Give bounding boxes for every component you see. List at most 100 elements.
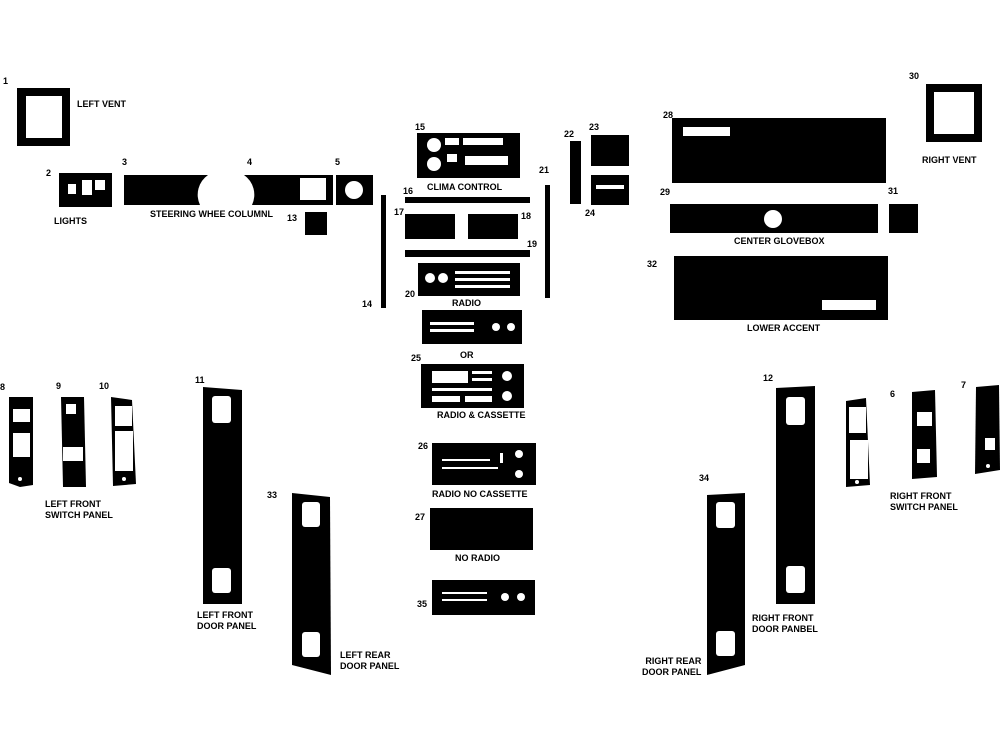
label-line: RIGHT FRONT	[752, 613, 814, 623]
part-35-knob	[501, 593, 509, 601]
part-13	[305, 212, 327, 235]
part-number-21: 21	[539, 165, 550, 175]
part-left-switch-10	[111, 397, 136, 486]
clima-slot	[445, 138, 459, 145]
cassette-slot	[432, 371, 468, 383]
radio-slot	[455, 278, 510, 281]
part-number-17: 17	[394, 207, 405, 217]
radio-alt-slot	[430, 329, 474, 332]
part-24	[591, 175, 629, 205]
radio-slot	[455, 271, 510, 274]
label-line: DOOR PANBEL	[752, 624, 818, 634]
part-35-slot	[442, 599, 487, 601]
clima-knob	[427, 138, 441, 152]
part-left-vent	[17, 88, 70, 146]
label-line: RIGHT REAR	[645, 656, 702, 666]
clima-slot	[447, 154, 457, 162]
label-line: LEFT FRONT	[45, 499, 101, 509]
part-lights-cutout	[82, 180, 92, 195]
part-35-knob	[517, 593, 525, 601]
part-28-cutout	[683, 127, 730, 136]
part-number-27: 27	[415, 512, 426, 522]
part-left-switch-9	[61, 397, 86, 487]
part-number-2: 2	[46, 168, 52, 178]
label-line: LEFT FRONT	[197, 610, 253, 620]
nocassette-slot	[442, 459, 490, 461]
label-line: SWITCH PANEL	[45, 510, 113, 520]
part-21	[545, 185, 550, 298]
part-number-18: 18	[521, 211, 532, 221]
label-clima-control: CLIMA CONTROL	[427, 182, 503, 192]
part-no-radio	[430, 508, 533, 550]
part-number-23: 23	[589, 122, 600, 132]
part-18	[468, 214, 518, 239]
part-radio-alt	[422, 310, 522, 344]
part-number-22: 22	[564, 129, 575, 139]
part-number-10: 10	[99, 381, 110, 391]
part-number-8: 8	[0, 382, 6, 392]
label-left-front-switch-panel: LEFT FRONT SWITCH PANEL	[45, 499, 113, 521]
part-left-rear-door-panel	[292, 493, 331, 675]
label-left-rear-door-panel: LEFT REAR DOOR PANEL	[340, 650, 399, 672]
label-right-rear-door-panel: RIGHT REAR DOOR PANEL	[642, 656, 701, 678]
part-number-13: 13	[287, 213, 298, 223]
nocassette-slot	[442, 467, 498, 469]
label-line: SWITCH PANEL	[890, 502, 958, 512]
label-radio-no-cassette: RADIO NO CASSETTE	[432, 489, 528, 499]
part-right-front-door-panel	[776, 386, 815, 604]
part-right-switch-7	[975, 385, 1000, 474]
part-number-3: 3	[122, 157, 128, 167]
radio-knob	[425, 273, 435, 283]
part-left-switch-8	[9, 397, 33, 487]
part-14	[381, 195, 386, 308]
part-right-switch-a	[846, 398, 870, 487]
part-17	[405, 214, 455, 239]
label-right-front-switch-panel: RIGHT FRONT SWITCH PANEL	[890, 491, 958, 513]
part-31	[889, 204, 918, 233]
part-number-34: 34	[699, 473, 710, 483]
radio-alt-slot	[430, 322, 474, 325]
part-number-31: 31	[888, 186, 899, 196]
part-16	[405, 197, 530, 203]
cassette-slot	[472, 378, 492, 381]
part-23	[591, 135, 629, 166]
part-number-4: 4	[247, 157, 253, 167]
cassette-slot	[432, 396, 460, 402]
cassette-knob	[502, 391, 512, 401]
part-number-14: 14	[362, 299, 373, 309]
part-number-1: 1	[3, 76, 9, 86]
part-number-28: 28	[663, 110, 674, 120]
part-number-12: 12	[763, 373, 774, 383]
part-lights-cutout	[95, 180, 105, 190]
part-22	[570, 141, 581, 204]
part-lower-accent	[674, 256, 888, 320]
part-radio-no-cassette	[432, 443, 536, 485]
label-left-vent: LEFT VENT	[77, 99, 126, 109]
cassette-knob	[502, 371, 512, 381]
label-line: LEFT REAR	[340, 650, 391, 660]
part-5-cutout	[345, 181, 363, 199]
part-number-33: 33	[267, 490, 278, 500]
part-number-35: 35	[417, 599, 428, 609]
cassette-slot	[472, 371, 492, 374]
part-number-26: 26	[418, 441, 429, 451]
part-right-vent	[926, 84, 982, 142]
part-steering-column	[124, 175, 208, 205]
nocassette-knob	[515, 470, 523, 478]
part-right-rear-door-panel	[707, 493, 745, 675]
clima-slot	[465, 156, 508, 165]
cassette-slot	[432, 388, 492, 391]
part-number-29: 29	[660, 187, 671, 197]
part-number-19: 19	[527, 239, 538, 249]
label-no-radio: NO RADIO	[455, 553, 500, 563]
label-line: DOOR PANEL	[197, 621, 257, 631]
radio-knob	[438, 273, 448, 283]
clima-knob	[427, 157, 441, 171]
label-radio: RADIO	[452, 298, 481, 308]
part-left-front-door-panel	[203, 387, 242, 604]
radio-alt-knob	[507, 323, 515, 331]
label-or: OR	[460, 350, 474, 360]
part-number-30: 30	[909, 71, 920, 81]
label-lower-accent: LOWER ACCENT	[747, 323, 821, 333]
